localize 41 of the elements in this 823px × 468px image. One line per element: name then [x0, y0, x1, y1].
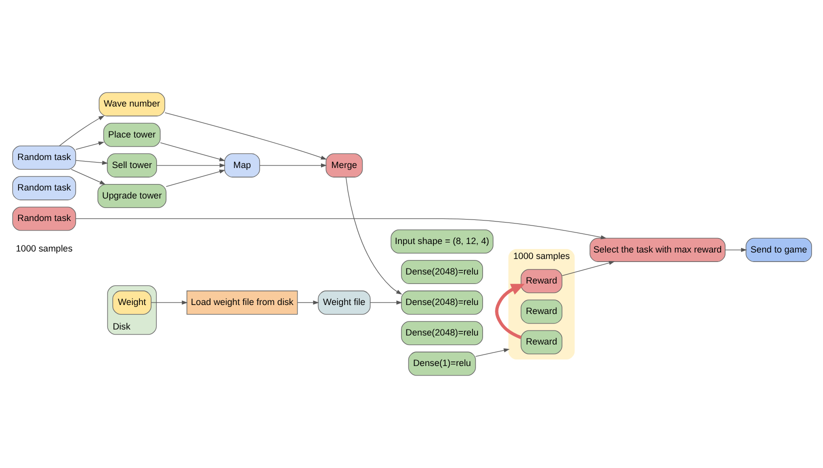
- node-box: Reward: [520, 300, 562, 324]
- node-box: Dense(2048)=relu: [401, 321, 483, 346]
- arrow: [475, 348, 510, 357]
- node-box: Dense(2048)=relu: [401, 290, 483, 315]
- arrow: [160, 142, 226, 162]
- arrow: [156, 163, 226, 168]
- arrow: [370, 300, 402, 305]
- node-box: Merge: [326, 153, 363, 178]
- arrow: [76, 218, 607, 240]
- node-box: Random task: [12, 176, 76, 200]
- node-box: Reward: [520, 330, 562, 354]
- arrow: [562, 260, 615, 276]
- node-box: Select the task with max reward: [590, 238, 726, 262]
- arrow: [164, 112, 327, 160]
- arrow: [346, 176, 402, 294]
- node-box: Dense(2048)=relu: [401, 260, 483, 284]
- node-box: Wave number: [98, 92, 166, 116]
- node-box: Upgrade tower: [98, 184, 166, 208]
- node-box: Dense(1)=relu: [408, 352, 476, 376]
- node-box: Place tower: [103, 122, 161, 147]
- label: 1000 samples: [16, 244, 72, 254]
- arrow: [495, 284, 525, 340]
- arrow: [70, 169, 106, 185]
- arrow: [297, 300, 319, 305]
- node-box: Map: [224, 153, 260, 178]
- node-box: Weight file: [318, 290, 371, 315]
- arrow: [151, 300, 188, 305]
- node-box: Load weight file from disk: [186, 290, 298, 315]
- arrow: [75, 141, 104, 150]
- node-box: Random task: [12, 206, 76, 231]
- arrow: [75, 160, 108, 165]
- node-box: Send to game: [746, 238, 812, 262]
- node-box: Random task: [12, 146, 76, 170]
- node-box: Input shape = (8, 12, 4): [390, 229, 494, 254]
- node-box: Weight: [112, 290, 152, 315]
- arrow: [59, 116, 105, 146]
- arrow: [166, 170, 226, 187]
- node-box: Sell tower: [106, 153, 157, 178]
- arrow: [260, 163, 327, 168]
- arrow: [724, 248, 747, 252]
- node-box: Reward: [520, 269, 562, 294]
